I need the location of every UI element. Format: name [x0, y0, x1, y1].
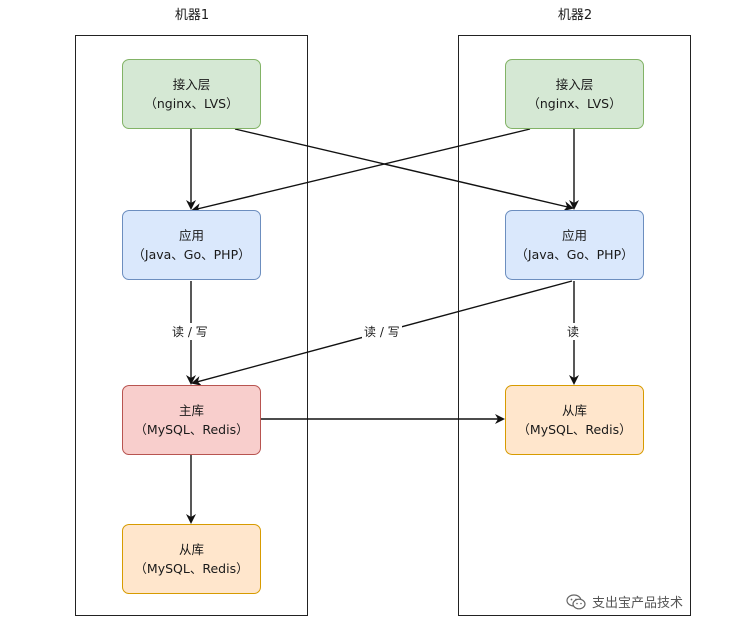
node-title: 主库 [178, 403, 204, 418]
machine-2-title: 机器2 [557, 8, 593, 23]
node-subtitle: （MySQL、Redis） [134, 561, 249, 576]
edge-label-m2-read-write: 读 / 写 [362, 323, 402, 340]
node-subtitle: （MySQL、Redis） [517, 422, 632, 437]
m2-slave-db-node: 从库 （MySQL、Redis） [505, 385, 644, 455]
machine-1-title: 机器1 [174, 8, 210, 23]
node-title: 从库 [561, 403, 587, 418]
watermark: 支出宝产品技术 [566, 592, 683, 611]
m2-application-node: 应用 （Java、Go、PHP） [505, 210, 644, 280]
edge-label-m1-read-write: 读 / 写 [170, 323, 210, 340]
edge-label-m2-read: 读 [565, 323, 582, 340]
node-subtitle: （nginx、LVS） [527, 96, 622, 111]
node-title: 从库 [178, 542, 204, 557]
node-title: 接入层 [172, 77, 211, 92]
node-subtitle: （Java、Go、PHP） [515, 247, 634, 262]
m1-access-layer-node: 接入层 （nginx、LVS） [122, 59, 261, 129]
node-subtitle: （MySQL、Redis） [134, 422, 249, 437]
m2-access-layer-node: 接入层 （nginx、LVS） [505, 59, 644, 129]
node-title: 应用 [561, 228, 587, 243]
node-title: 接入层 [555, 77, 594, 92]
wechat-icon [566, 593, 586, 609]
node-subtitle: （nginx、LVS） [144, 96, 239, 111]
watermark-text: 支出宝产品技术 [591, 596, 683, 611]
node-title: 应用 [178, 228, 204, 243]
m1-master-db-node: 主库 （MySQL、Redis） [122, 385, 261, 455]
node-subtitle: （Java、Go、PHP） [132, 247, 251, 262]
m1-application-node: 应用 （Java、Go、PHP） [122, 210, 261, 280]
m1-slave-db-node: 从库 （MySQL、Redis） [122, 524, 261, 594]
